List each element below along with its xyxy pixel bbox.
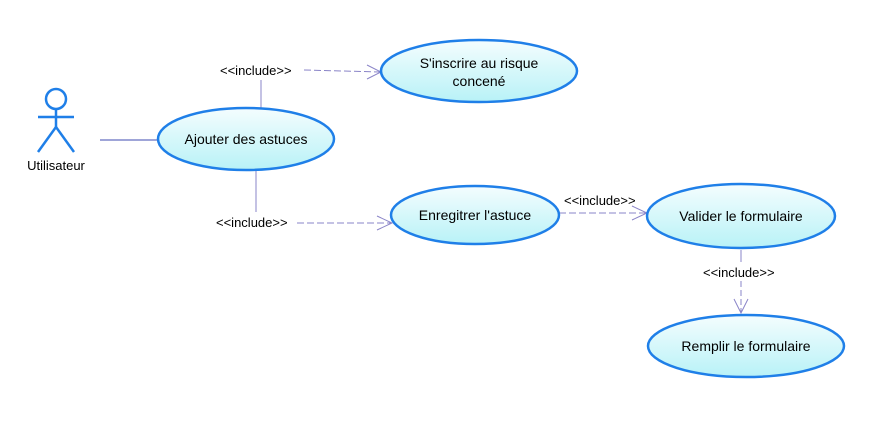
use-case-label-line1: S'inscrire au risque <box>420 55 539 71</box>
actor-utilisateur[interactable]: Utilisateur <box>27 87 86 173</box>
include-relation-valider: <<include>> <box>559 193 649 221</box>
include-relation-enregistrer: <<include>> <box>216 170 394 231</box>
use-case-ajouter-des-astuces[interactable]: Ajouter des astuces <box>156 106 336 172</box>
actor-label: Utilisateur <box>27 158 85 173</box>
stick-figure-icon <box>36 87 76 153</box>
include-label: <<include>> <box>564 193 636 208</box>
use-case-label: Remplir le formulaire <box>681 338 810 354</box>
use-case-label: Enregitrer l'astuce <box>419 207 532 223</box>
include-label: <<include>> <box>216 215 288 230</box>
include-relation-sinscrire: <<include>> <box>220 63 383 110</box>
use-case-valider-formulaire[interactable]: Valider le formulaire <box>645 182 837 250</box>
use-case-enregistrer-astuce[interactable]: Enregitrer l'astuce <box>389 184 561 246</box>
include-relation-remplir: <<include>> <box>703 250 775 315</box>
use-case-label: Ajouter des astuces <box>185 131 308 147</box>
include-label: <<include>> <box>220 63 292 78</box>
use-case-remplir-formulaire[interactable]: Remplir le formulaire <box>646 313 846 379</box>
use-case-sinscrire[interactable]: S'inscrire au risque concené <box>379 38 579 104</box>
use-case-label-line2: concené <box>453 73 506 89</box>
include-label: <<include>> <box>703 265 775 280</box>
use-case-label: Valider le formulaire <box>679 208 803 224</box>
